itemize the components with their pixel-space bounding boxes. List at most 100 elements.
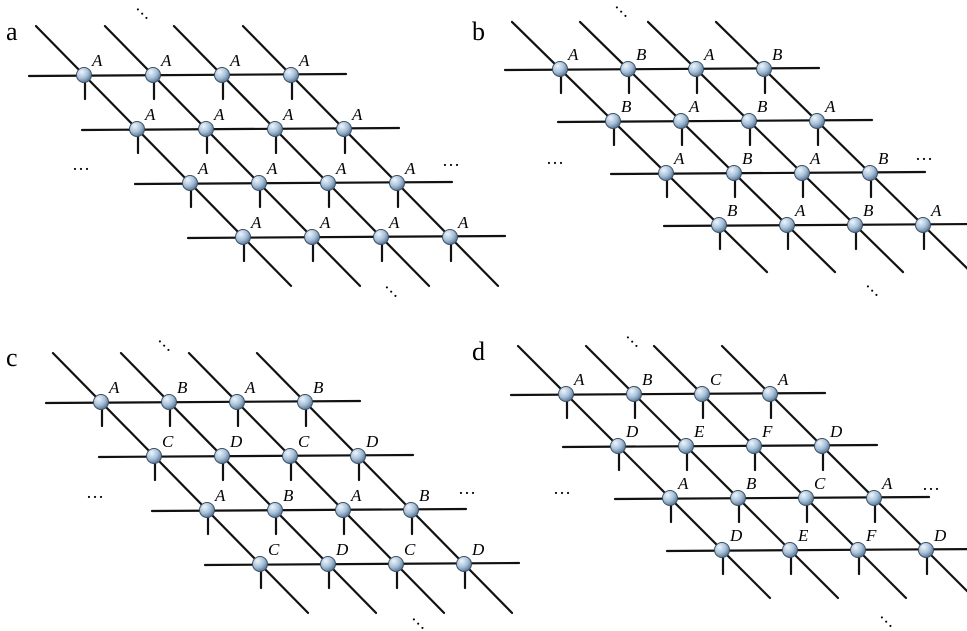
tensor-node <box>403 502 419 518</box>
tensor-node <box>714 542 730 558</box>
site-label: D <box>335 540 349 559</box>
site-label: A <box>809 149 821 168</box>
tensor-node <box>145 67 161 83</box>
lattice-site: A <box>145 51 172 101</box>
tensor-node <box>336 121 352 137</box>
lattice-site: D <box>814 422 843 472</box>
site-label: B <box>772 45 783 64</box>
lattice-site: A <box>182 159 209 209</box>
site-label: D <box>729 526 743 545</box>
lattice-site: A <box>76 51 103 101</box>
diagonal-bond <box>652 344 908 600</box>
site-label: B <box>742 149 753 168</box>
lattice-site: D <box>610 422 639 472</box>
diagonal-bond <box>720 344 967 593</box>
tensor-node <box>320 556 336 572</box>
site-label: A <box>250 213 262 232</box>
site-label: C <box>298 432 310 451</box>
lattice-site: C <box>388 540 416 590</box>
lattice-site: A <box>235 213 262 263</box>
site-label: A <box>351 105 363 124</box>
tensor-node <box>809 113 825 129</box>
tensor-node <box>198 121 214 137</box>
tensor-node <box>146 448 162 464</box>
site-label: B <box>757 97 768 116</box>
tensor-node <box>847 217 863 233</box>
tensor-node <box>688 61 704 77</box>
site-label: D <box>471 540 485 559</box>
lattice-site: D <box>214 432 243 482</box>
lattice-site: D <box>918 526 947 576</box>
site-label: A <box>794 201 806 220</box>
site-label: A <box>108 378 120 397</box>
lattice-site: A <box>442 213 469 263</box>
lattice-site: B <box>862 149 889 199</box>
tensor-node <box>320 175 336 191</box>
site-label: A <box>573 370 585 389</box>
tensor-node <box>93 394 109 410</box>
tensor-node <box>558 386 574 402</box>
tensor-node <box>730 490 746 506</box>
ellipsis-left: … <box>86 482 104 502</box>
tensor-node <box>620 61 636 77</box>
lattice-site: A <box>915 201 942 251</box>
lattice-site: A <box>267 105 294 155</box>
lattice-site: B <box>741 97 768 147</box>
tensor-node <box>762 386 778 402</box>
site-label: A <box>214 486 226 505</box>
lattice-site: C <box>798 474 826 524</box>
site-label: C <box>162 432 174 451</box>
site-label: A <box>930 201 942 220</box>
lattice-site: D <box>350 432 379 482</box>
tensor-node <box>442 229 458 245</box>
lattice-site: E <box>782 526 809 576</box>
site-label: B <box>621 97 632 116</box>
lattice-site: A <box>662 474 689 524</box>
site-label: B <box>863 201 874 220</box>
site-label: E <box>797 526 809 545</box>
tensor-node <box>76 67 92 83</box>
lattice-site: C <box>146 432 174 482</box>
site-label: A <box>824 97 836 116</box>
site-label: A <box>144 105 156 124</box>
lattice-site: A <box>558 370 585 420</box>
diagonal-bond <box>584 344 840 600</box>
site-label: A <box>197 159 209 178</box>
ellipsis-top: … <box>132 0 159 23</box>
lattice-site: A <box>336 105 363 155</box>
site-label: C <box>404 540 416 559</box>
site-label: C <box>710 370 722 389</box>
site-label: D <box>229 432 243 451</box>
ellipsis-top: … <box>611 0 638 21</box>
ellipsis-bottom: … <box>862 274 889 301</box>
ellipsis-right: … <box>442 150 460 170</box>
lattice-site: D <box>320 540 349 590</box>
lattice-site: F <box>746 422 773 472</box>
site-label: B <box>177 378 188 397</box>
tensor-node <box>726 165 742 181</box>
tensor-node <box>626 386 642 402</box>
lattice-site: A <box>283 51 310 101</box>
lattice-site: A <box>552 45 579 95</box>
site-label: A <box>350 486 362 505</box>
site-label: B <box>746 474 757 493</box>
ellipsis-top: … <box>622 325 649 352</box>
lattice-site: B <box>711 201 738 251</box>
lattice-site: A <box>214 51 241 101</box>
tensor-node <box>779 217 795 233</box>
site-label: A <box>703 45 715 64</box>
tensor-node <box>229 394 245 410</box>
lattice-site: A <box>199 486 226 536</box>
tensor-node <box>214 448 230 464</box>
lattice-site: A <box>229 378 256 428</box>
lattice-site: B <box>730 474 757 524</box>
site-label: B <box>419 486 430 505</box>
lattice-site: A <box>304 213 331 263</box>
ellipsis-left: … <box>553 478 571 498</box>
